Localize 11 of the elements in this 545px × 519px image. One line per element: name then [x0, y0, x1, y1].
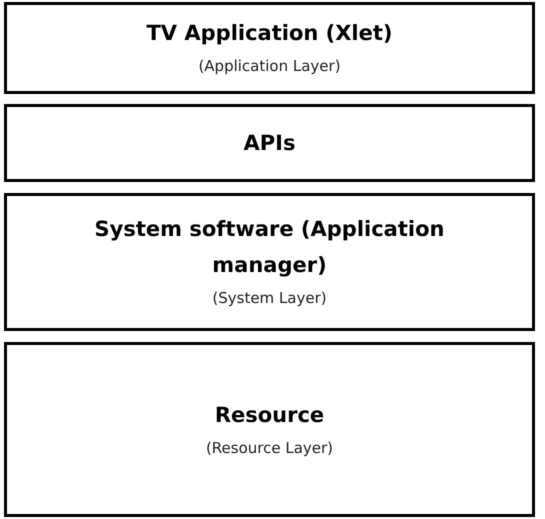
- layer-subtitle: (Application Layer): [198, 56, 341, 77]
- layer-title: Resource: [214, 402, 326, 428]
- layer-title: System software (Application manager): [94, 216, 446, 279]
- layer-title: APIs: [242, 130, 296, 157]
- layer-subtitle: (System Layer): [212, 288, 327, 309]
- layer-box: [4, 2, 535, 94]
- layer-title: TV Application (Xlet): [145, 20, 394, 47]
- layer-box: [4, 104, 535, 182]
- layer-box: [4, 342, 535, 517]
- layer-subtitle: (Resource Layer): [206, 438, 334, 458]
- layer-box: [4, 193, 535, 331]
